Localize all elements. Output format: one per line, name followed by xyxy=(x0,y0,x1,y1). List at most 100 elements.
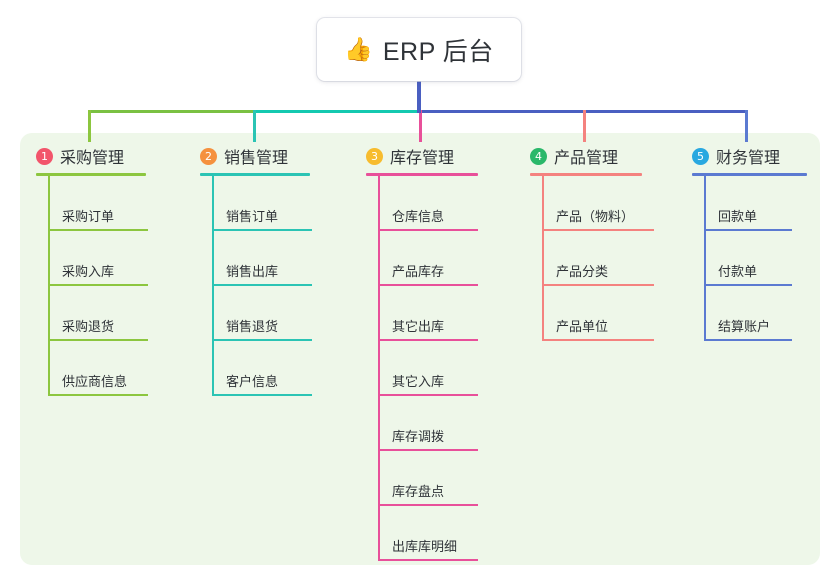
leaf-label: 采购入库 xyxy=(62,264,115,279)
branch-title: 库存管理 xyxy=(390,150,455,167)
leaf-connector-tick xyxy=(48,339,60,341)
branch-underline xyxy=(200,173,310,176)
leaf-item[interactable]: 客户信息 xyxy=(212,341,312,396)
leaf-item[interactable]: 回款单 xyxy=(704,176,807,231)
leaf-label: 仓库信息 xyxy=(392,209,445,224)
leaf-connector-tick xyxy=(212,394,224,396)
branch-index-badge: 4 xyxy=(530,147,547,165)
leaf-item[interactable]: 结算账户 xyxy=(704,286,807,341)
branch-spine xyxy=(48,176,50,396)
leaf-underline xyxy=(716,339,792,341)
leaf-label: 库存盘点 xyxy=(392,484,445,499)
leaf-label: 结算账户 xyxy=(718,319,771,334)
leaf-item[interactable]: 产品（物料） xyxy=(542,176,654,231)
leaf-underline xyxy=(390,284,478,286)
leaf-item[interactable]: 产品单位 xyxy=(542,286,654,341)
branch-item-list: 仓库信息产品库存其它出库其它入库库存调拨库存盘点出库库明细 xyxy=(378,176,478,561)
leaf-item[interactable]: 采购退货 xyxy=(48,286,148,341)
branch-title: 产品管理 xyxy=(554,150,619,167)
leaf-underline xyxy=(390,449,478,451)
leaf-connector-tick xyxy=(542,284,554,286)
leaf-underline xyxy=(554,339,654,341)
drop-line-2 xyxy=(253,110,256,142)
leaf-connector-tick xyxy=(48,394,60,396)
leaf-label: 供应商信息 xyxy=(62,374,128,389)
leaf-underline xyxy=(716,284,792,286)
root-stem-line xyxy=(417,78,421,113)
leaf-item[interactable]: 出库库明细 xyxy=(378,506,478,561)
leaf-label: 产品单位 xyxy=(556,319,609,334)
branch-index-badge: 3 xyxy=(366,147,383,165)
branch-spine xyxy=(378,176,380,561)
branch-column-销售管理: 2 销售管理销售订单销售出库销售退货客户信息 xyxy=(200,144,312,396)
content-panel xyxy=(20,133,820,565)
leaf-underline xyxy=(390,504,478,506)
leaf-item[interactable]: 供应商信息 xyxy=(48,341,148,396)
leaf-underline xyxy=(60,339,148,341)
leaf-underline xyxy=(390,339,478,341)
leaf-item[interactable]: 库存调拨 xyxy=(378,396,478,451)
leaf-item[interactable]: 其它出库 xyxy=(378,286,478,341)
leaf-connector-tick xyxy=(542,339,554,341)
leaf-connector-tick xyxy=(542,229,554,231)
branch-header-产品管理[interactable]: 4 产品管理 xyxy=(530,144,642,168)
branch-underline xyxy=(366,173,478,176)
root-node-card[interactable]: 👍 ERP 后台 xyxy=(317,18,521,81)
leaf-underline xyxy=(554,229,654,231)
leaf-connector-tick xyxy=(378,504,390,506)
drop-line-4 xyxy=(583,110,586,142)
leaf-item[interactable]: 采购订单 xyxy=(48,176,148,231)
drop-line-5 xyxy=(745,110,748,142)
leaf-item[interactable]: 付款单 xyxy=(704,231,807,286)
leaf-item[interactable]: 仓库信息 xyxy=(378,176,478,231)
leaf-connector-tick xyxy=(704,229,716,231)
leaf-connector-tick xyxy=(378,284,390,286)
leaf-item[interactable]: 产品分类 xyxy=(542,231,654,286)
drop-line-1 xyxy=(88,110,91,142)
leaf-label: 采购订单 xyxy=(62,209,115,224)
leaf-underline xyxy=(390,559,478,561)
leaf-label: 出库库明细 xyxy=(392,539,458,554)
branch-spine xyxy=(212,176,214,396)
leaf-item[interactable]: 采购入库 xyxy=(48,231,148,286)
branch-index-badge: 1 xyxy=(36,147,53,165)
branch-index-badge: 2 xyxy=(200,147,217,165)
leaf-underline xyxy=(224,339,312,341)
leaf-item[interactable]: 销售退货 xyxy=(212,286,312,341)
branch-item-list: 采购订单采购入库采购退货供应商信息 xyxy=(48,176,148,396)
leaf-item[interactable]: 产品库存 xyxy=(378,231,478,286)
leaf-label: 销售出库 xyxy=(226,264,279,279)
branch-title: 销售管理 xyxy=(224,150,289,167)
leaf-connector-tick xyxy=(378,229,390,231)
leaf-item[interactable]: 销售订单 xyxy=(212,176,312,231)
leaf-label: 回款单 xyxy=(718,209,758,224)
drop-line-3 xyxy=(419,110,422,142)
leaf-connector-tick xyxy=(212,339,224,341)
leaf-label: 销售订单 xyxy=(226,209,279,224)
branch-header-销售管理[interactable]: 2 销售管理 xyxy=(200,144,310,168)
branch-item-list: 回款单付款单结算账户 xyxy=(704,176,807,341)
branch-header-库存管理[interactable]: 3 库存管理 xyxy=(366,144,478,168)
branch-title: 采购管理 xyxy=(60,150,125,167)
branch-column-产品管理: 4 产品管理产品（物料）产品分类产品单位 xyxy=(530,144,654,341)
leaf-connector-tick xyxy=(48,229,60,231)
leaf-item[interactable]: 库存盘点 xyxy=(378,451,478,506)
leaf-label: 客户信息 xyxy=(226,374,279,389)
leaf-item[interactable]: 销售出库 xyxy=(212,231,312,286)
leaf-label: 其它入库 xyxy=(392,374,445,389)
leaf-underline xyxy=(390,229,478,231)
branch-header-采购管理[interactable]: 1 采购管理 xyxy=(36,144,146,168)
leaf-label: 其它出库 xyxy=(392,319,445,334)
leaf-item[interactable]: 其它入库 xyxy=(378,341,478,396)
leaf-underline xyxy=(60,284,148,286)
branch-spine xyxy=(542,176,544,341)
leaf-connector-tick xyxy=(704,284,716,286)
leaf-label: 库存调拨 xyxy=(392,429,445,444)
leaf-connector-tick xyxy=(212,229,224,231)
trunk-segment-teal xyxy=(253,110,421,113)
leaf-underline xyxy=(60,229,148,231)
leaf-underline xyxy=(224,229,312,231)
